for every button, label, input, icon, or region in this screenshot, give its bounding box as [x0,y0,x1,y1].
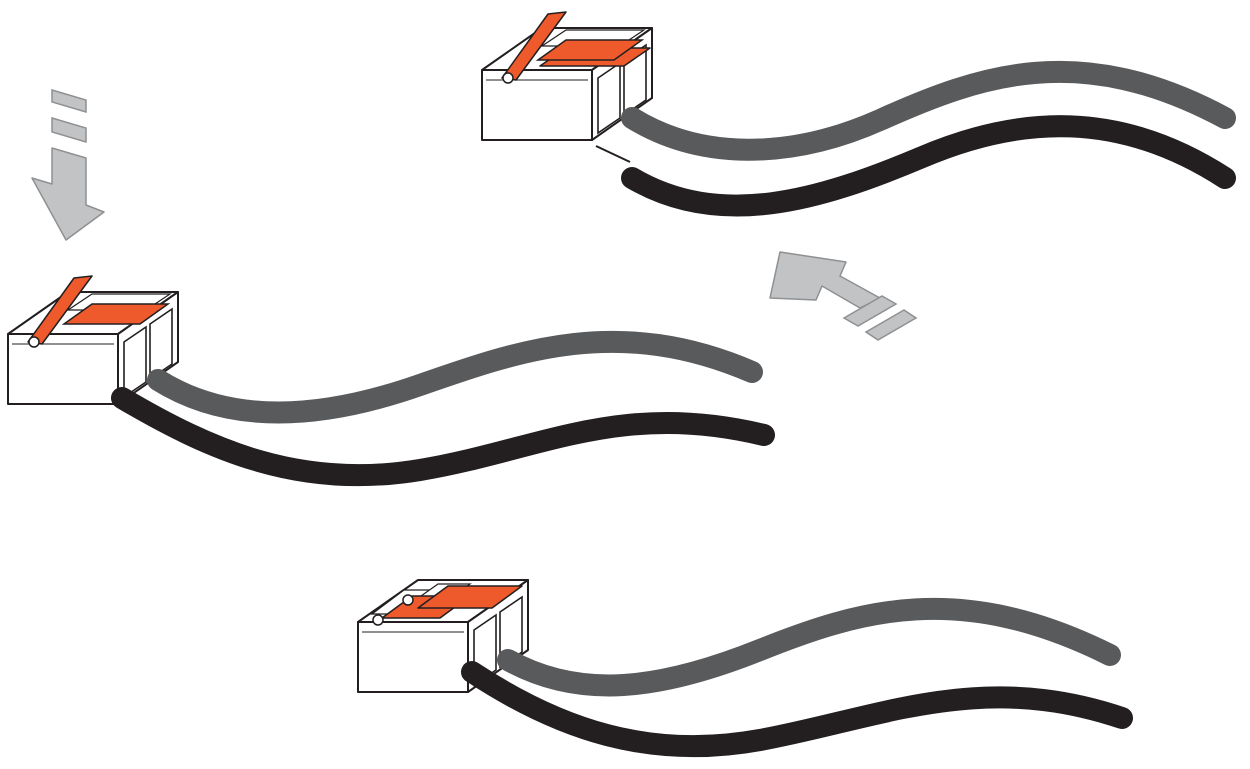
down-left-arrow-icon [31,88,105,241]
wire-black-step-3 [461,661,1133,758]
wire-gray-step-3 [497,597,1121,697]
lever-closed [61,303,171,325]
lever-closed-right [417,585,523,609]
wire-black-step-2 [111,387,775,487]
connector-step-1 [481,11,653,141]
connector-step-3 [357,579,529,693]
wire-black-step-1 [621,115,1236,217]
wire-gray-step-1 [621,60,1236,161]
wire-gray-step-2 [147,330,763,424]
up-left-arrow-icon [769,251,918,341]
connector-step-2 [7,275,179,405]
